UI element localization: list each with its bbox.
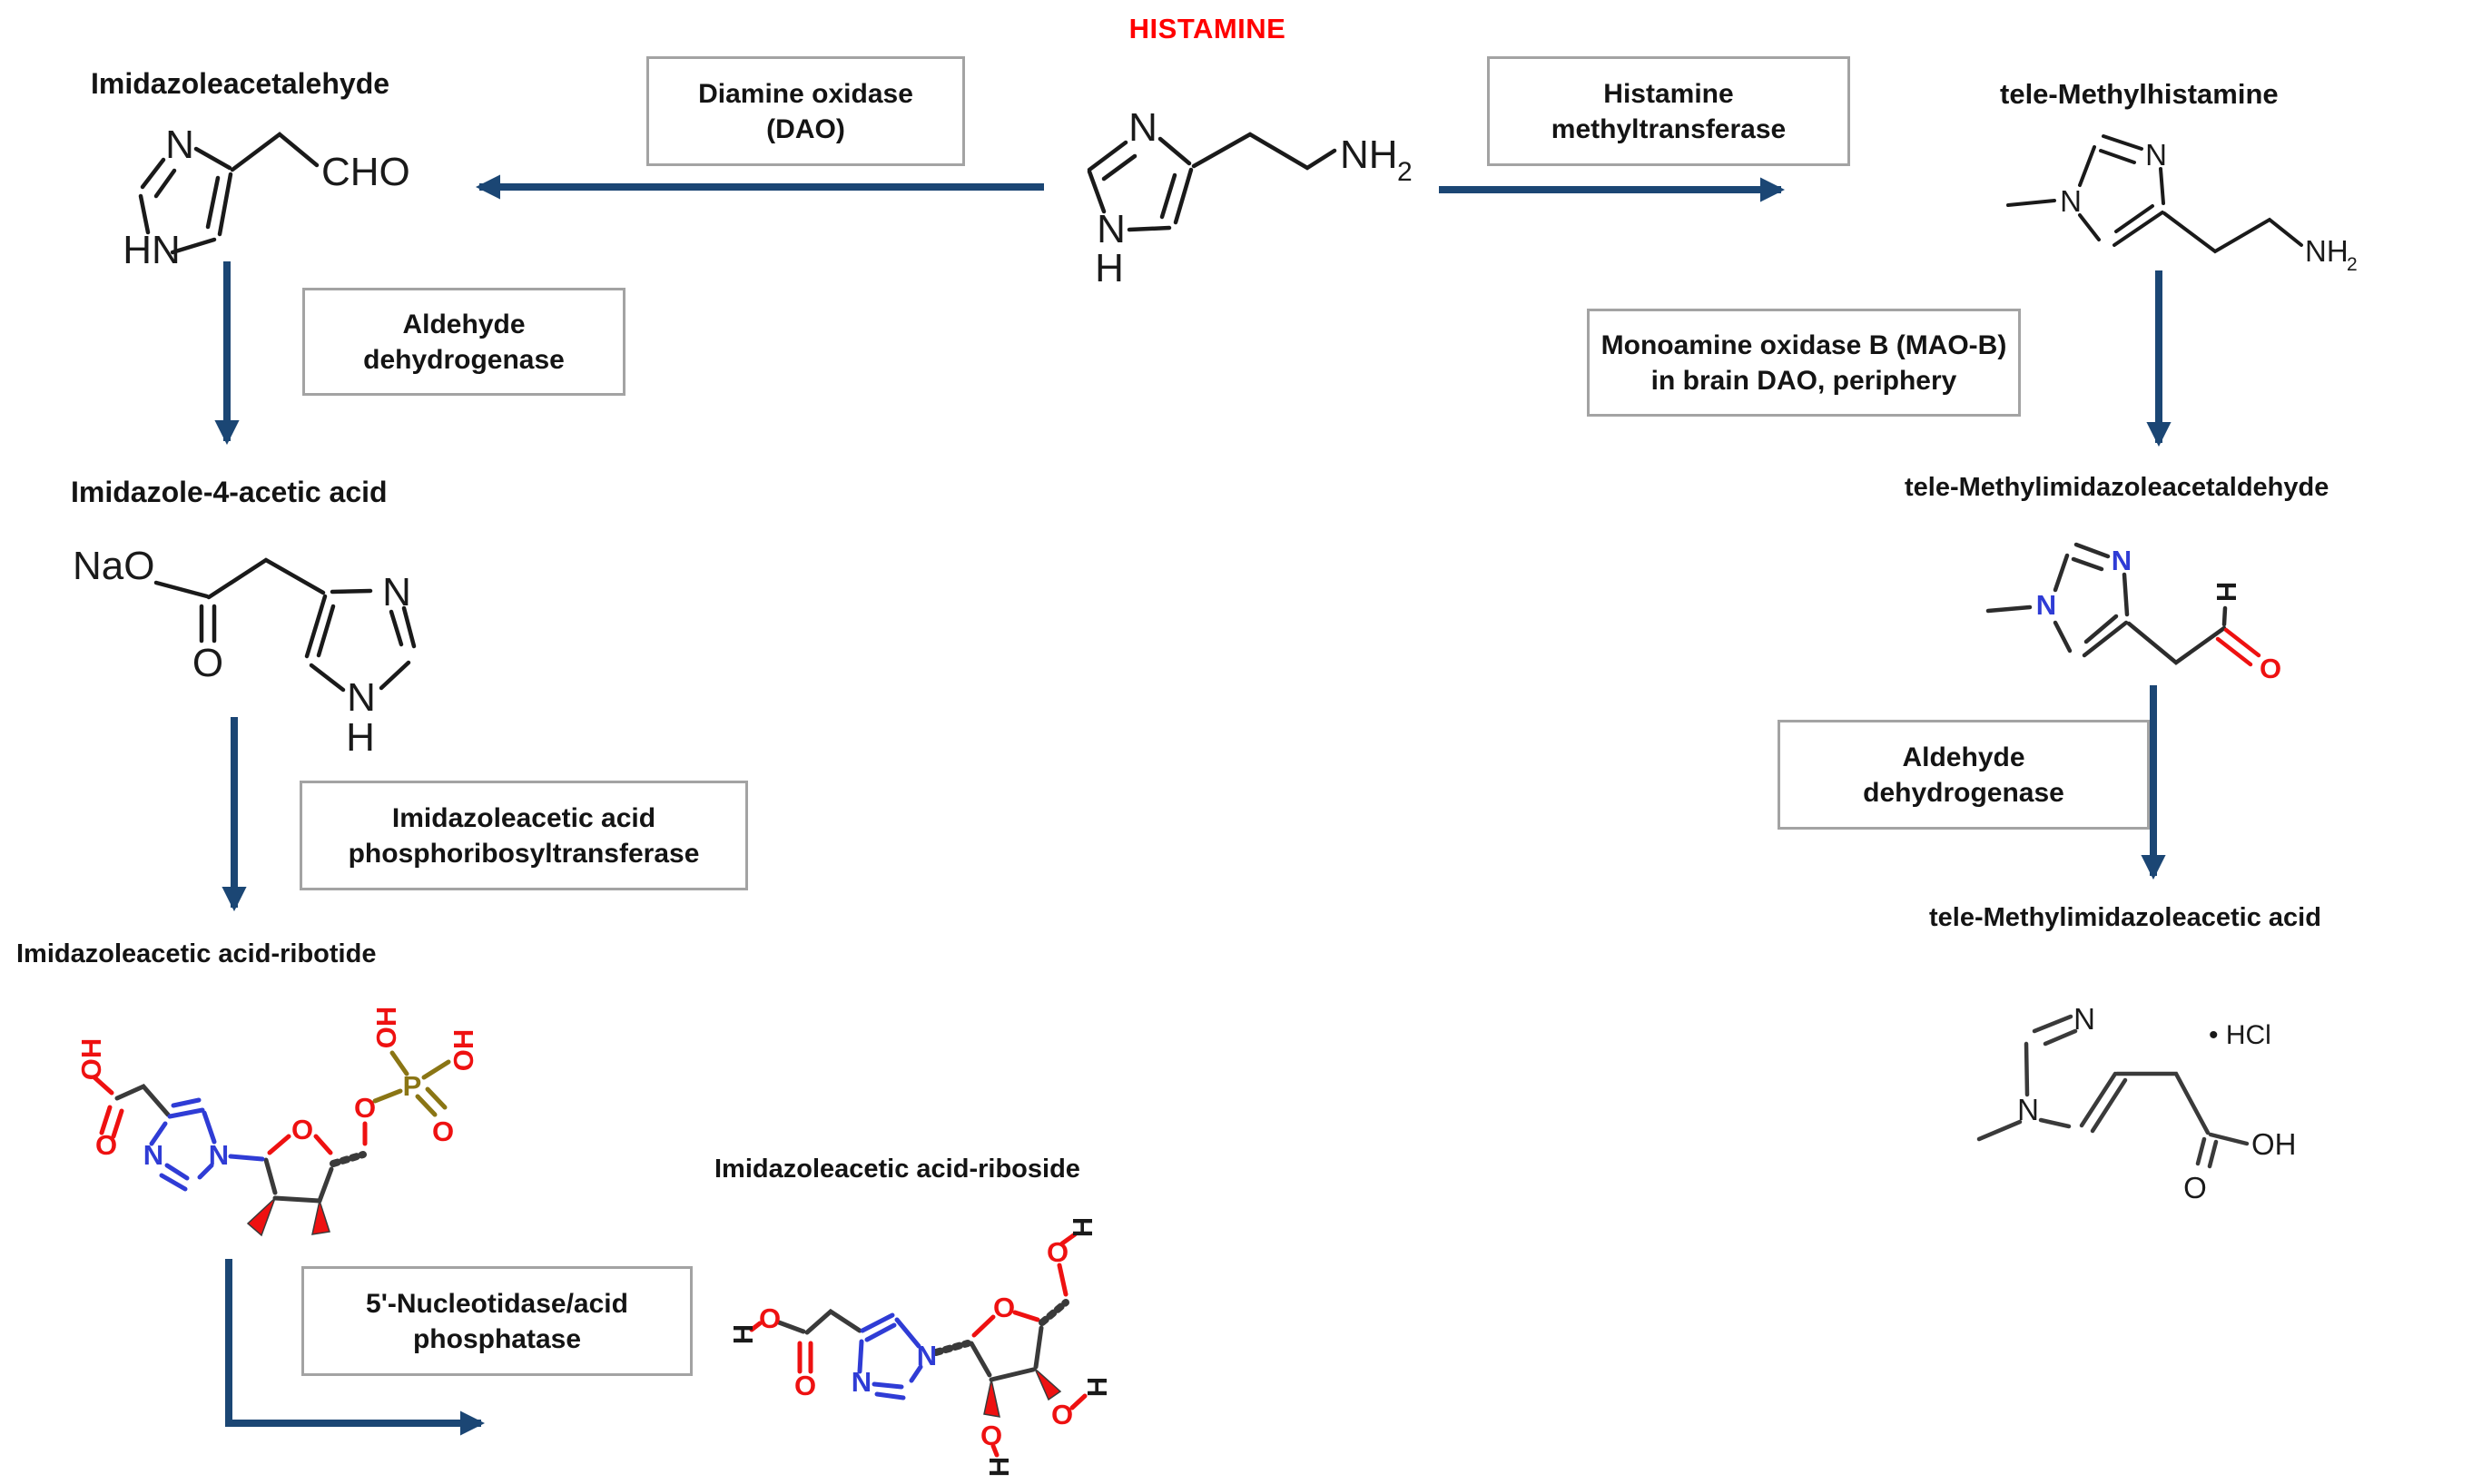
enzyme-box-line: phosphoribosyltransferase (348, 838, 700, 869)
atom-o-icon: O (759, 1302, 781, 1334)
enzyme-box-line: Histamine (1603, 78, 1734, 109)
atom-n-icon: N (2145, 138, 2167, 172)
atom-p-icon: P (403, 1070, 422, 1102)
atom-oh-icon: OH (75, 1038, 107, 1081)
atom-n-icon: N (165, 123, 194, 167)
enzyme-box-line: methyltransferase (1551, 113, 1787, 144)
metabolite-label-imidazole-4-acetic-acid: Imidazole-4-acetic acid (71, 476, 388, 508)
atom-o-icon: O (192, 641, 223, 685)
structure-imidazole-4-acetic-acid: NaO O N N H (73, 544, 417, 760)
enzyme-box-histamine-methyltransferase: Histamine methyltransferase (1487, 56, 1850, 166)
atom-oh-icon: OH (370, 1007, 402, 1049)
stereo-wedge (1034, 1368, 1062, 1401)
atom-n-icon: N (852, 1366, 872, 1398)
enzyme-box-aldehyde-dehydrogenase-right: Aldehyde dehydrogenase (1778, 720, 2150, 830)
atom-n-icon: N (382, 570, 411, 614)
structure-imidazoleacetic-acid-riboside: H O O N N O O H O H O H (727, 1217, 1113, 1477)
metabolite-label-imidazoleacetaldehyde: Imidazoleacetalehyde (91, 67, 390, 100)
enzyme-box-nucleotidase-phosphatase: 5'-Nucleotidase/acid phosphatase (301, 1266, 693, 1376)
enzyme-box-monoamine-oxidase-b: Monoamine oxidase B (MAO-B) in brain DAO… (1587, 309, 2021, 417)
enzyme-box-aldehyde-dehydrogenase-left: Aldehyde dehydrogenase (302, 288, 625, 396)
stereo-wedge (311, 1198, 330, 1235)
atom-h-icon: H (346, 715, 375, 760)
atom-nh2-sub-icon: 2 (1397, 157, 1413, 187)
atom-h-icon: H (1067, 1217, 1098, 1237)
enzyme-box-line: in brain DAO, periphery (1650, 365, 1957, 396)
enzyme-box-line: dehydrogenase (1863, 777, 2064, 808)
atom-cho-icon: CHO (321, 150, 410, 194)
page-title: HISTAMINE (1128, 13, 1286, 44)
structure-imidazoleacetic-acid-ribotide: OH O N N O O P OH OH O (75, 1007, 479, 1237)
metabolite-label-tele-methylimidazoleacetaldehyde: tele-Methylimidazoleacetaldehyde (1905, 473, 2329, 502)
atom-o-icon: O (2260, 653, 2281, 684)
metabolite-label-tele-methylimidazoleacetic-acid: tele-Methylimidazoleacetic acid (1929, 903, 2321, 932)
atom-o-icon: O (980, 1420, 1002, 1451)
atom-o-icon: O (95, 1129, 117, 1161)
enzyme-box-line: 5'-Nucleotidase/acid (366, 1288, 628, 1319)
atom-n-icon: N (2017, 1093, 2039, 1126)
metabolite-label-tele-methylhistamine: tele-Methylhistamine (2000, 78, 2279, 110)
atom-n-icon: N (917, 1340, 937, 1371)
atom-nao-icon: NaO (73, 544, 154, 588)
atom-nh2-sub-icon: 2 (2347, 254, 2358, 275)
atom-hn-icon: HN (123, 228, 181, 272)
structure-imidazoleacetaldehyde: N HN CHO (123, 123, 410, 272)
enzyme-box-line: phosphatase (412, 1323, 582, 1354)
arrow-elbow-to-riboside (225, 1259, 486, 1436)
enzyme-box-line: Aldehyde (402, 309, 526, 339)
atom-h-icon: H (727, 1324, 759, 1344)
metabolite-label-ribotide: Imidazoleacetic acid-ribotide (16, 939, 377, 968)
atom-h-icon: H (1081, 1377, 1113, 1397)
atom-n-icon: N (2036, 589, 2056, 621)
atom-n-icon: N (2060, 184, 2082, 218)
atom-h-icon: H (1095, 246, 1124, 290)
enzyme-box-line: (DAO) (766, 113, 845, 144)
structure-tele-methylimidazoleacetaldehyde: N N H O (1985, 542, 2281, 684)
atom-h-icon: H (2211, 582, 2242, 602)
enzyme-box-line: Monoamine oxidase B (MAO-B) (1600, 329, 2007, 360)
atom-o-icon: O (354, 1092, 376, 1124)
salt-hcl-label: • HCl (2209, 1020, 2271, 1050)
atom-n-icon: N (2112, 545, 2132, 576)
atom-n-icon: N (209, 1139, 229, 1171)
enzyme-box-line: Imidazoleacetic acid (391, 802, 656, 833)
enzyme-box-line: Aldehyde (1902, 742, 2025, 772)
atom-n-icon: N (143, 1139, 163, 1171)
atom-h-icon: H (983, 1457, 1015, 1477)
atom-o-icon: O (2183, 1171, 2207, 1204)
atom-n-icon: N (2073, 1002, 2095, 1036)
atom-o-icon: O (993, 1292, 1015, 1323)
atom-o-icon: O (432, 1115, 454, 1147)
atom-n-icon: N (1097, 207, 1126, 251)
atom-n-icon: N (1128, 105, 1157, 150)
stereo-wedge (246, 1197, 276, 1237)
atom-n-icon: N (347, 675, 376, 720)
atom-nh2-icon: NH (1340, 133, 1398, 177)
enzyme-box-line: Diamine oxidase (698, 78, 913, 109)
enzyme-box-line: dehydrogenase (363, 344, 565, 375)
structure-tele-methylimidazoleacetic-acid: N N O OH • HCl (1976, 1002, 2297, 1204)
enzyme-box-diamine-oxidase: Diamine oxidase (DAO) (646, 56, 965, 166)
atom-oh-icon: OH (2251, 1127, 2297, 1161)
structure-histamine: N N H NH 2 (1087, 105, 1413, 290)
structure-tele-methylhistamine: N N NH 2 (2006, 134, 2358, 275)
metabolite-label-riboside: Imidazoleacetic acid-riboside (714, 1155, 1080, 1184)
stereo-wedge (983, 1379, 1000, 1418)
atom-nh2-icon: NH (2305, 234, 2349, 268)
atom-oh-icon: OH (448, 1029, 479, 1072)
atom-o-icon: O (1051, 1399, 1073, 1430)
atom-o-icon: O (1047, 1236, 1069, 1268)
atom-o-icon: O (291, 1114, 313, 1145)
atom-o-icon: O (794, 1370, 816, 1401)
enzyme-box-imidazoleacetic-acid-phosphoribosyltransferase: Imidazoleacetic acid phosphoribosyltrans… (300, 781, 748, 890)
